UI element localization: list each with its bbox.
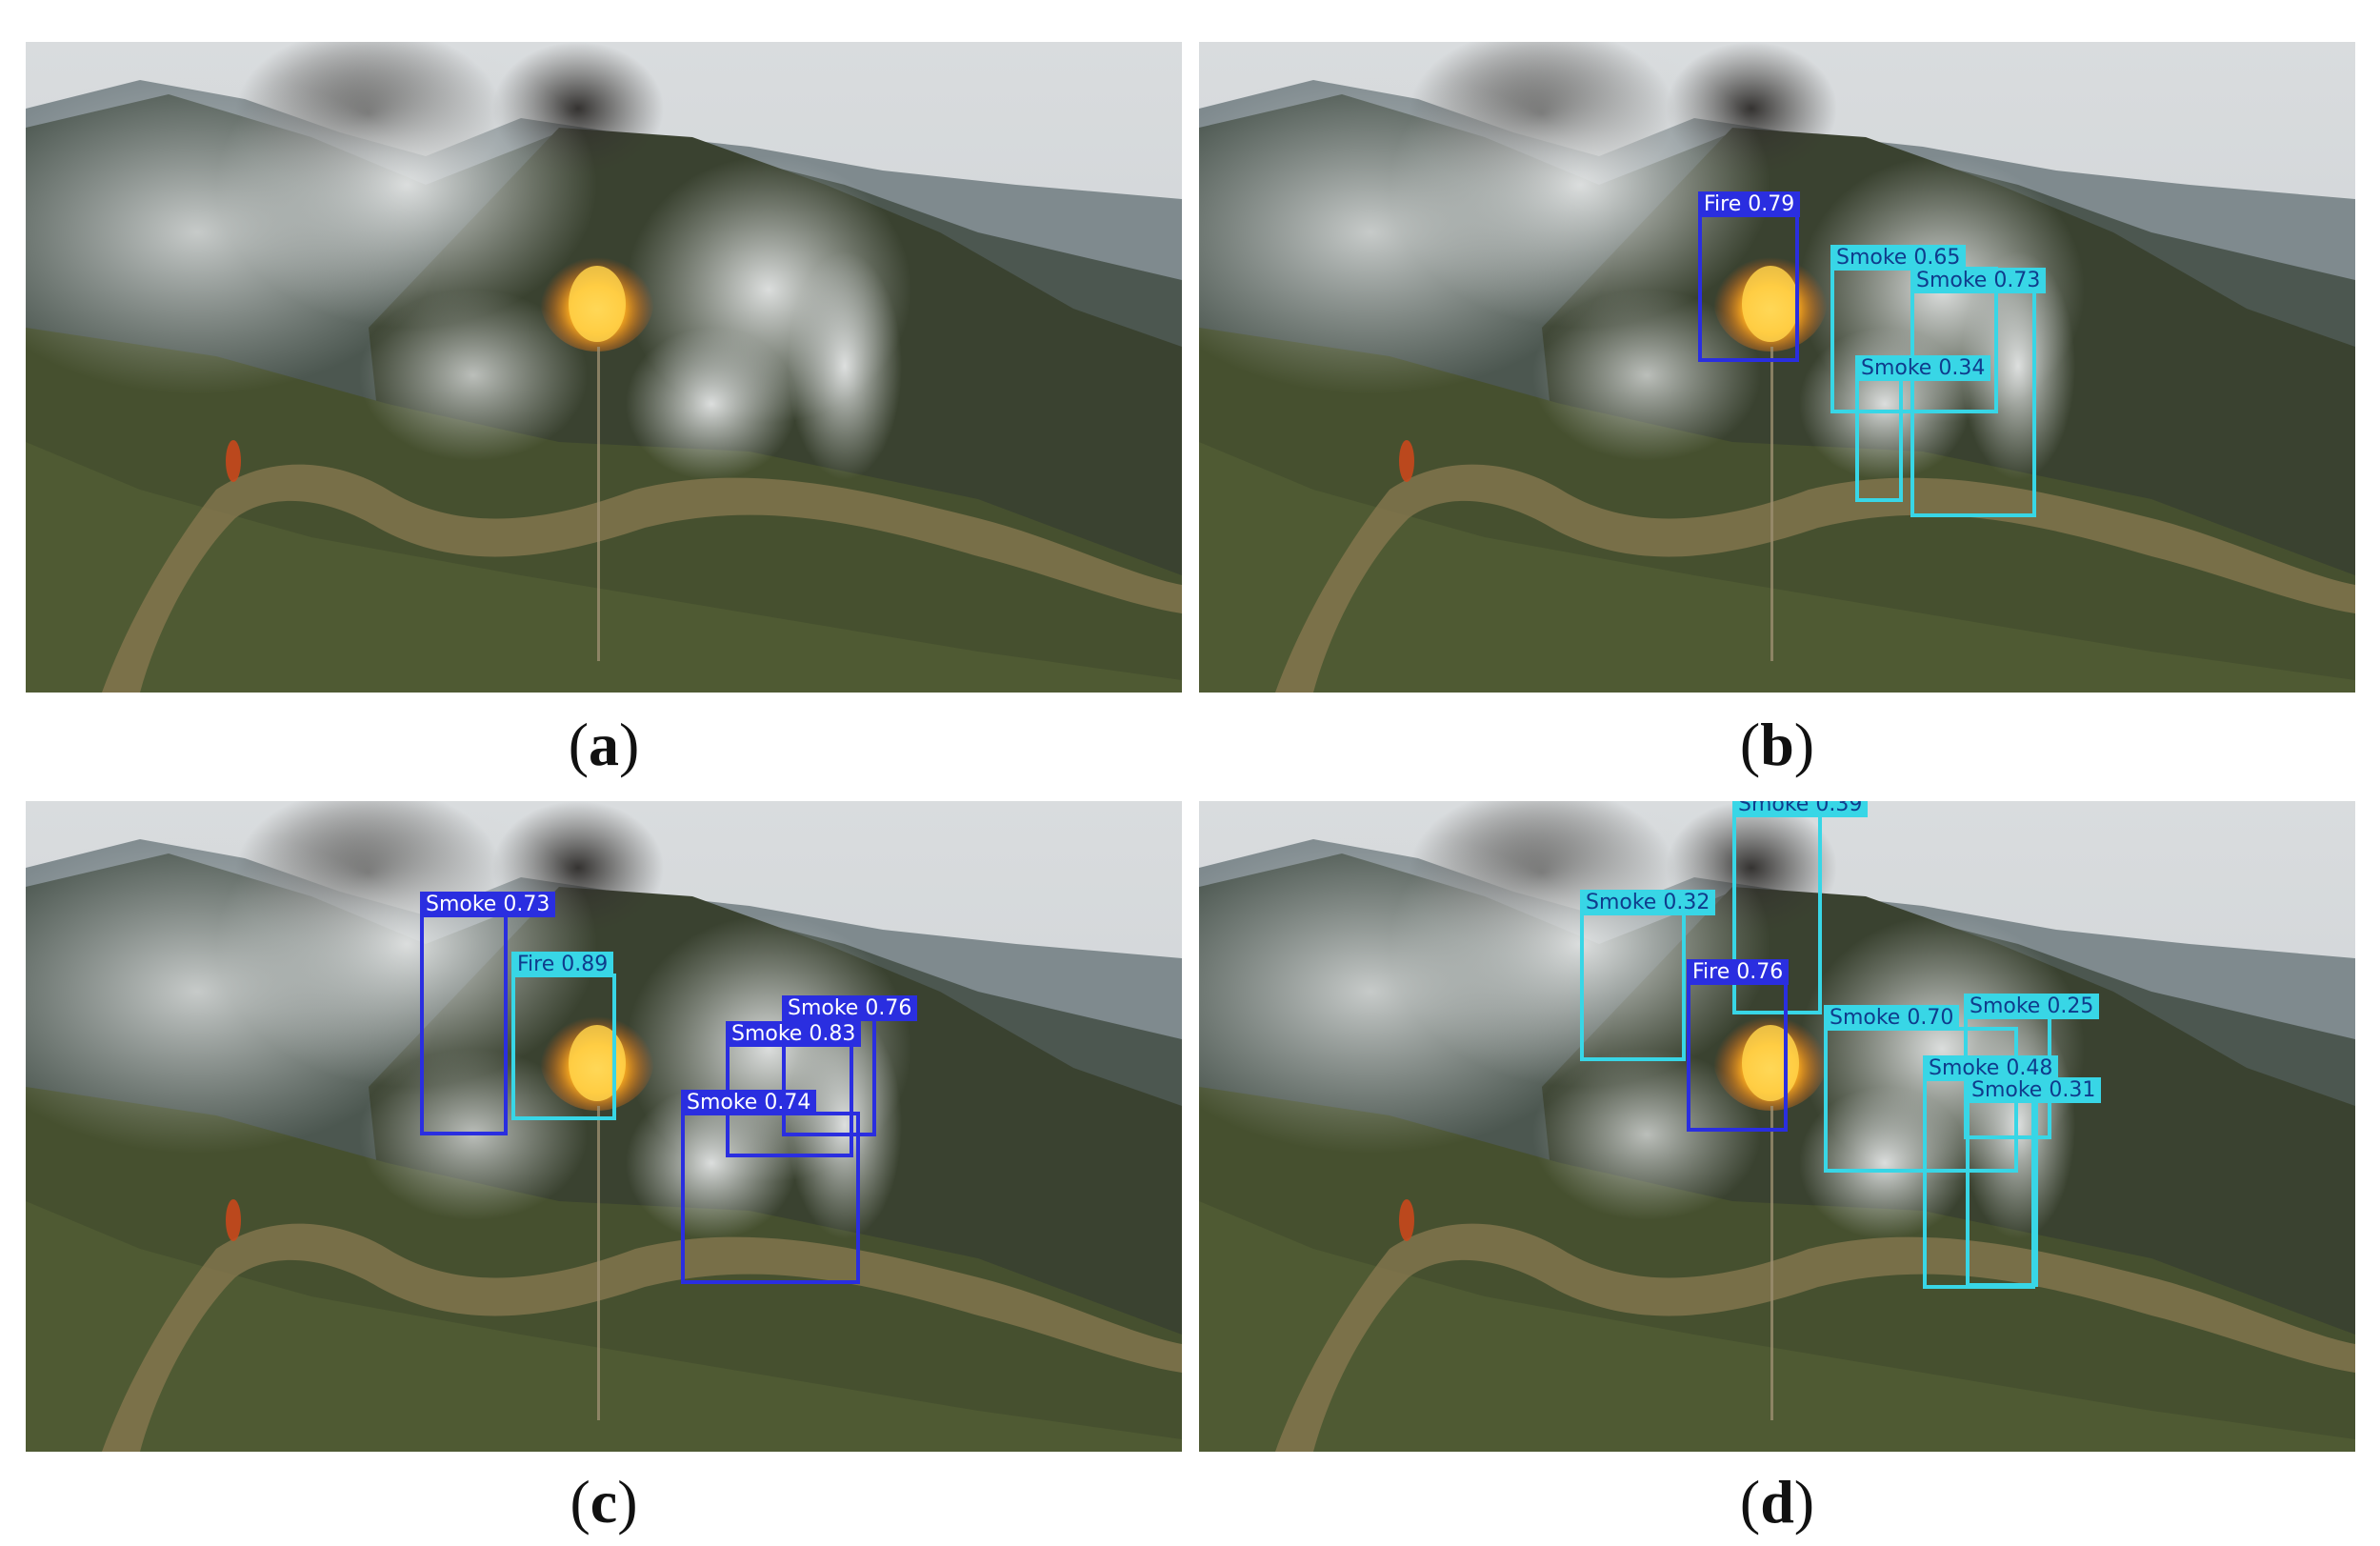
smoke-detection-box: Smoke 0.73 xyxy=(420,892,556,1135)
detection-label: Smoke 0.76 xyxy=(782,995,918,1021)
smoke-detection-box: Smoke 0.32 xyxy=(1580,890,1716,1061)
smoke-detection-box: Smoke 0.73 xyxy=(1910,268,2047,517)
detection-label: Smoke 0.73 xyxy=(1910,268,2047,293)
detection-label: Smoke 0.39 xyxy=(1732,801,1869,817)
detection-label: Smoke 0.65 xyxy=(1830,245,1967,271)
smoke-detection-box: Smoke 0.74 xyxy=(681,1090,860,1284)
smoke-detection-box: Smoke 0.83 xyxy=(726,1021,862,1157)
caption-c: (c) xyxy=(570,1468,638,1536)
detection-label: Smoke 0.31 xyxy=(1966,1077,2102,1103)
smoke-detection-box: Smoke 0.34 xyxy=(1855,355,1991,502)
detection-label: Smoke 0.73 xyxy=(420,892,556,917)
smoke-detection-box: Smoke 0.31 xyxy=(1966,1077,2102,1287)
image-panel-a xyxy=(26,42,1182,693)
smoke-detection-box: Smoke 0.39 xyxy=(1732,801,1869,1014)
caption-d: (d) xyxy=(1739,1468,1815,1536)
fire-detection-box: Fire 0.79 xyxy=(1698,191,1801,362)
detection-label: Smoke 0.34 xyxy=(1855,355,1991,381)
smoke-detection-box: Smoke 0.70 xyxy=(1824,1005,2018,1173)
fire-detection-box: Fire 0.89 xyxy=(511,952,616,1120)
smoke-detection-box: Smoke 0.48 xyxy=(1923,1055,2059,1289)
detection-label: Smoke 0.83 xyxy=(726,1021,862,1047)
detection-label: Fire 0.89 xyxy=(511,952,614,977)
caption-a: (a) xyxy=(568,711,640,778)
caption-b: (b) xyxy=(1739,711,1815,778)
detection-label: Fire 0.79 xyxy=(1698,191,1801,217)
detection-label: Smoke 0.48 xyxy=(1923,1055,2059,1081)
aerial-scene xyxy=(1199,42,2355,693)
smoke-detection-box: Smoke 0.65 xyxy=(1830,245,1998,413)
detection-label: Fire 0.76 xyxy=(1687,959,1790,985)
detection-label: Smoke 0.70 xyxy=(1824,1005,1960,1031)
smoke-detection-box: Smoke 0.76 xyxy=(782,995,918,1136)
fire-detection-box: Fire 0.76 xyxy=(1687,959,1790,1132)
aerial-scene xyxy=(26,801,1182,1452)
detection-label: Smoke 0.25 xyxy=(1964,994,2100,1019)
detection-label: Smoke 0.32 xyxy=(1580,890,1716,915)
aerial-scene xyxy=(26,42,1182,693)
detection-label: Smoke 0.74 xyxy=(681,1090,817,1115)
